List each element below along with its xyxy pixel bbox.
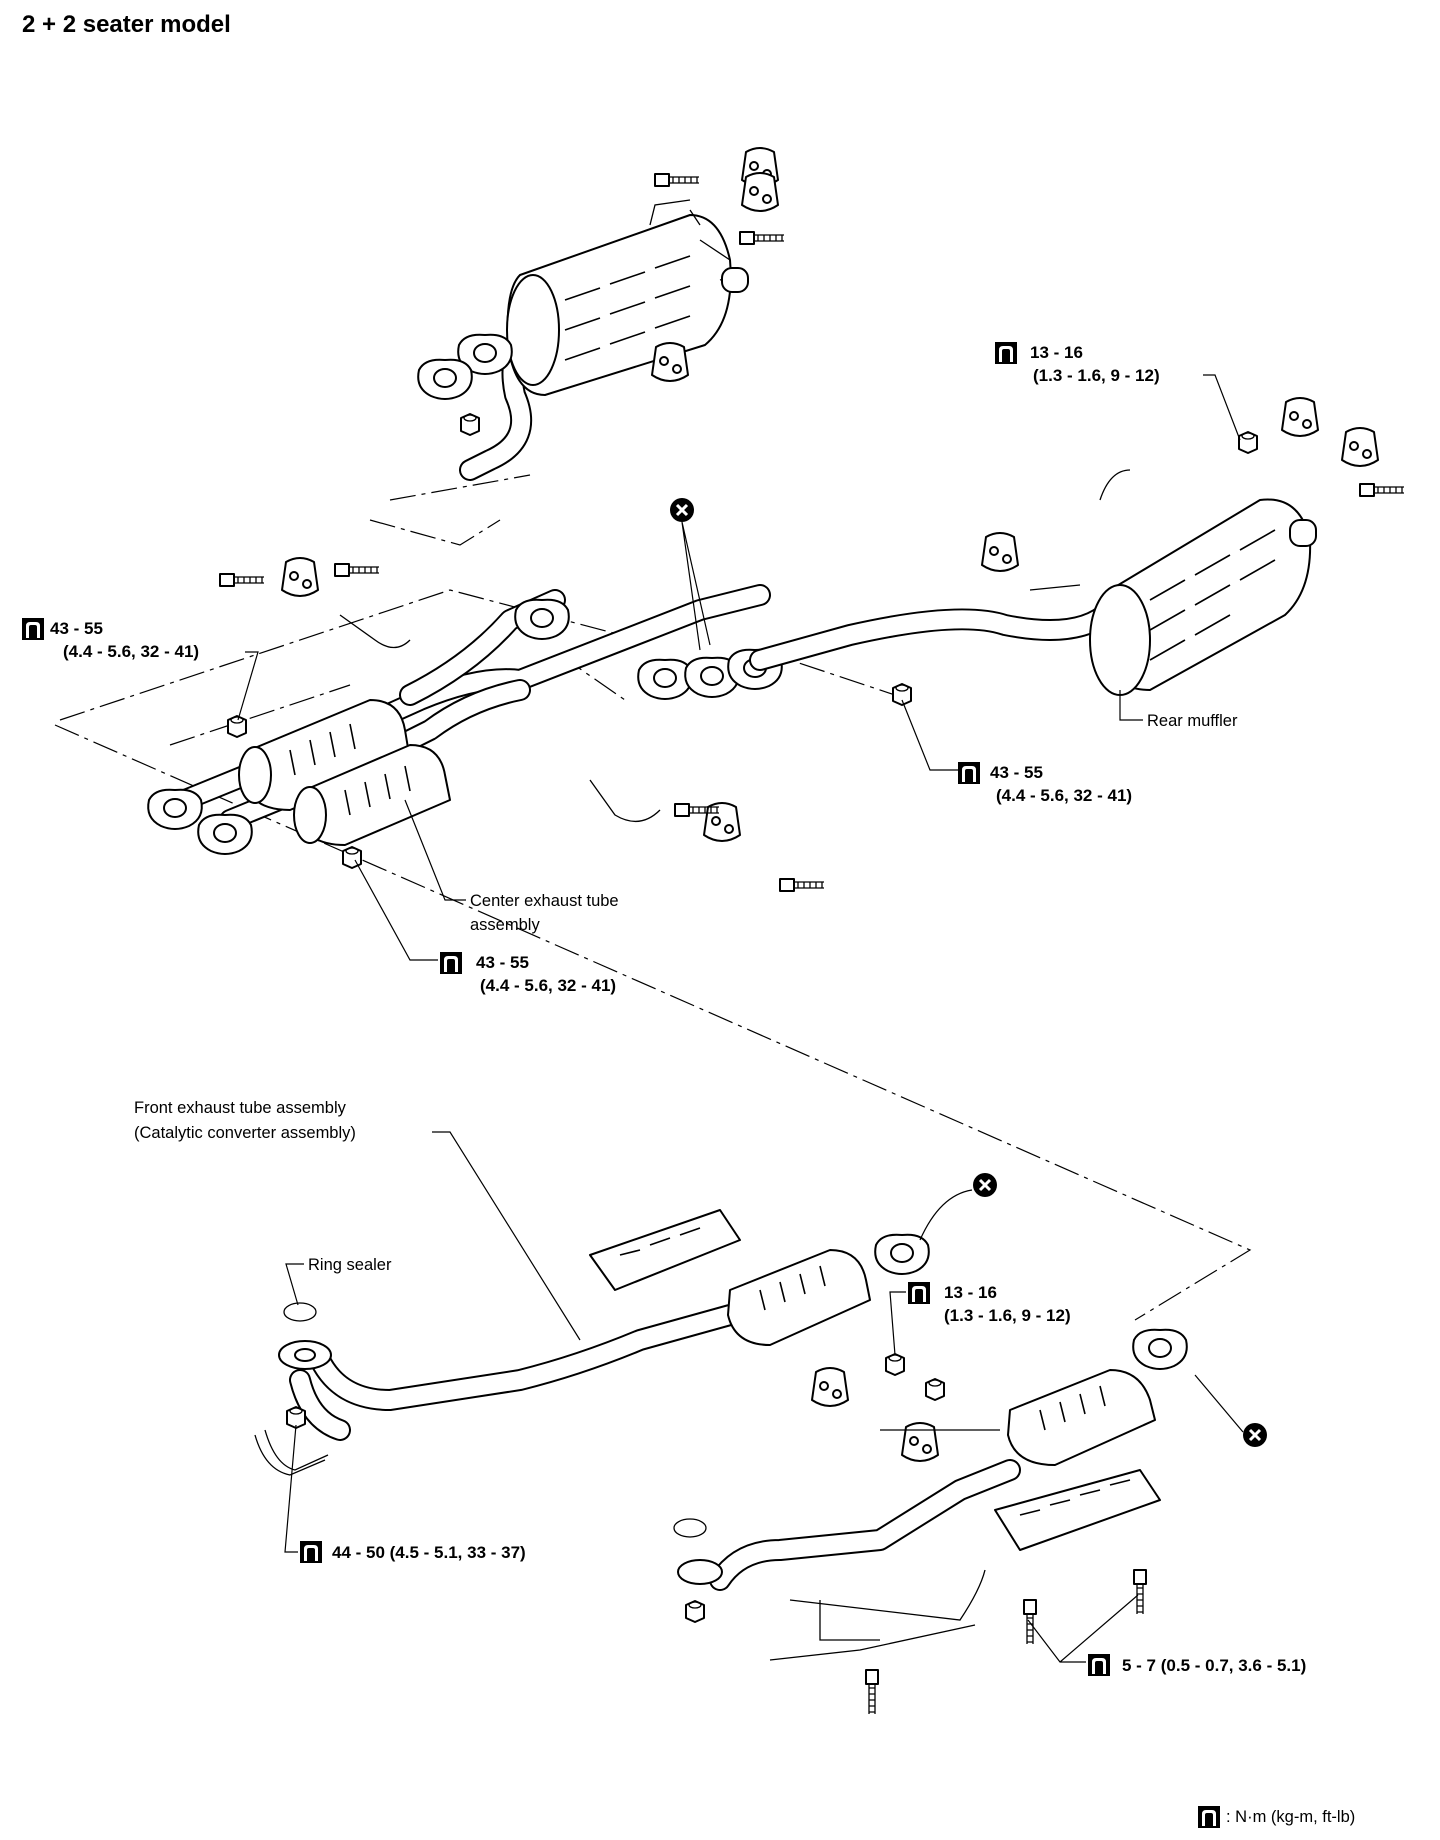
torque-wrench-icon xyxy=(995,342,1017,364)
svg-text:(1.3 - 1.6, 9 - 12): (1.3 - 1.6, 9 - 12) xyxy=(944,1306,1071,1325)
torque-callout-5: 13 - 16 (1.3 - 1.6, 9 - 12) xyxy=(889,1282,1071,1356)
svg-text:43 - 55: 43 - 55 xyxy=(476,953,529,972)
svg-text:13 - 16: 13 - 16 xyxy=(944,1283,997,1302)
front-converter-2 xyxy=(1007,1369,1156,1466)
svg-text:43 - 55: 43 - 55 xyxy=(50,619,103,638)
torque-wrench-icon xyxy=(440,952,462,974)
svg-text:(4.4 - 5.6, 32 - 41): (4.4 - 5.6, 32 - 41) xyxy=(996,786,1132,805)
torque-callout-3: 43 - 55 (4.4 - 5.6, 32 - 41) xyxy=(901,699,1132,805)
do-not-reuse-icon xyxy=(668,496,696,524)
center-tube-label: Center exhaust tube xyxy=(470,892,619,910)
torque-wrench-icon xyxy=(300,1541,322,1563)
front-tube-label-line2: (Catalytic converter assembly) xyxy=(134,1124,356,1142)
upper-exhaust-assembly xyxy=(54,147,1405,1321)
rear-muffler-label: Rear muffler xyxy=(1147,712,1238,730)
upper-muffler xyxy=(506,214,749,396)
torque-wrench-icon xyxy=(1088,1654,1110,1676)
heat-shield-2 xyxy=(994,1469,1161,1551)
svg-text:44 - 50 (4.5 - 5.1, 33 - 37): 44 - 50 (4.5 - 5.1, 33 - 37) xyxy=(332,1543,526,1562)
torque-callout-7: 5 - 7 (0.5 - 0.7, 3.6 - 5.1) xyxy=(1027,1594,1306,1676)
torque-legend: : N·m (kg-m, ft-lb) xyxy=(1198,1806,1355,1828)
torque-wrench-icon xyxy=(958,762,980,784)
rear-muffler xyxy=(1089,498,1317,696)
torque-callout-4: 43 - 55 (4.4 - 5.6, 32 - 41) xyxy=(354,859,616,995)
svg-text:(4.4 - 5.6, 32 - 41): (4.4 - 5.6, 32 - 41) xyxy=(63,642,199,661)
svg-text:43 - 55: 43 - 55 xyxy=(990,763,1043,782)
svg-text:(4.4 - 5.6, 32 - 41): (4.4 - 5.6, 32 - 41) xyxy=(480,976,616,995)
do-not-reuse-icon xyxy=(1241,1421,1269,1449)
center-converter-2 xyxy=(293,744,451,846)
torque-callout-1: 13 - 16 (1.3 - 1.6, 9 - 12) xyxy=(995,342,1241,441)
torque-wrench-icon xyxy=(1198,1806,1220,1828)
do-not-reuse-icon xyxy=(971,1171,999,1199)
torque-wrench-icon xyxy=(908,1282,930,1304)
heat-shield-1 xyxy=(589,1209,741,1291)
center-tube-label-line2: assembly xyxy=(470,916,540,934)
torque-wrench-icon xyxy=(22,618,44,640)
front-converter-1 xyxy=(727,1249,871,1346)
torque-callout-2: 43 - 55 (4.4 - 5.6, 32 - 41) xyxy=(22,618,259,721)
center-converter-1 xyxy=(238,699,411,811)
torque-callout-6: 44 - 50 (4.5 - 5.1, 33 - 37) xyxy=(284,1424,526,1563)
lower-exhaust-assembly xyxy=(254,1171,1269,1715)
svg-text:13 - 16: 13 - 16 xyxy=(1030,343,1083,362)
front-tube-label: Front exhaust tube assembly xyxy=(134,1099,347,1117)
svg-text:: N·m (kg-m, ft-lb): : N·m (kg-m, ft-lb) xyxy=(1226,1808,1355,1826)
svg-text:(1.3 - 1.6, 9 - 12): (1.3 - 1.6, 9 - 12) xyxy=(1033,366,1160,385)
svg-text:5 - 7 (0.5 - 0.7, 3.6 - 5.1): 5 - 7 (0.5 - 0.7, 3.6 - 5.1) xyxy=(1122,1656,1306,1675)
ring-sealer-label: Ring sealer xyxy=(308,1256,392,1274)
page-title: 2 + 2 seater model xyxy=(22,11,231,38)
